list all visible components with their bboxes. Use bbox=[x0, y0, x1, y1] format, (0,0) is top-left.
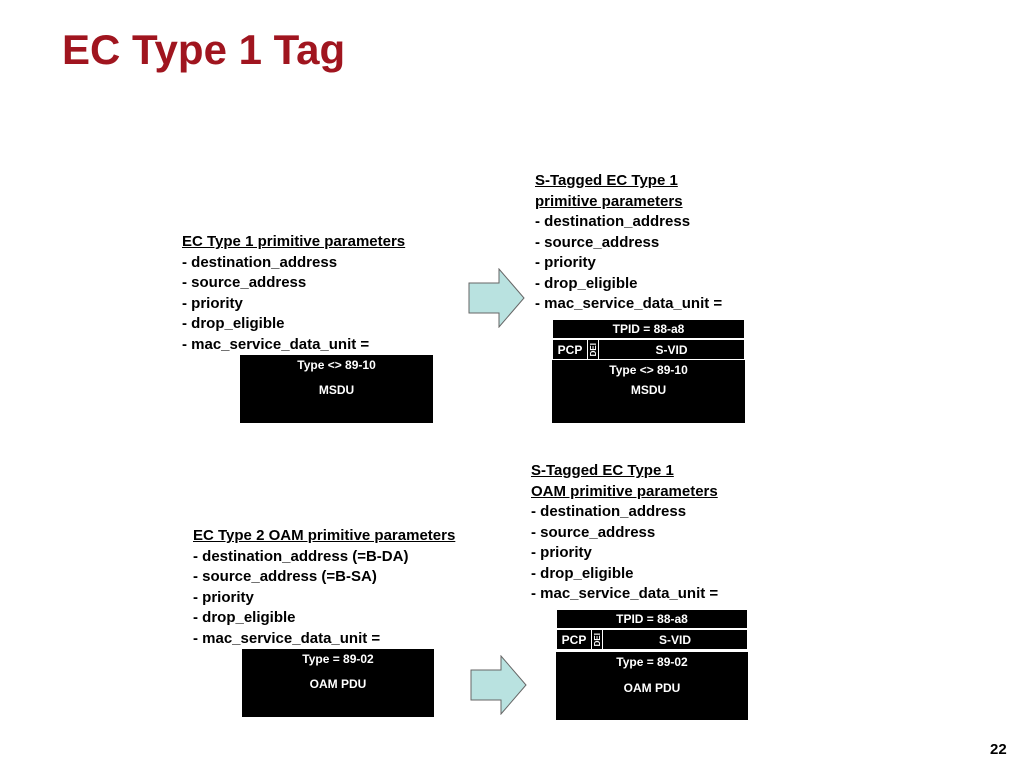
dei-cell: DEI bbox=[587, 340, 598, 359]
frame-type-label: Type <> 89-10 bbox=[609, 363, 688, 377]
param-item: - priority bbox=[535, 254, 596, 271]
param-item: - drop_eligible bbox=[531, 564, 634, 582]
tpid-row: TPID = 88-a8 bbox=[552, 319, 745, 339]
tpid-label: TPID = 88-a8 bbox=[612, 322, 685, 336]
right-arrow-icon bbox=[468, 268, 525, 328]
param-item: - destination_address bbox=[535, 213, 691, 230]
oam-frame-c: Type = 89-02 OAM PDU bbox=[242, 649, 434, 717]
frame-type-label: Type <> 89-10 bbox=[297, 358, 376, 372]
s-tagged-oam-header-line1: S-Tagged EC Type 1 bbox=[531, 462, 674, 479]
param-item: - mac_service_data_unit = bbox=[535, 295, 723, 312]
msdu-frame-b: Type <> 89-10 MSDU bbox=[552, 360, 745, 423]
param-item: - destination_address bbox=[182, 253, 338, 271]
msdu-frame-a: Type <> 89-10 MSDU bbox=[240, 355, 433, 423]
frame-type-label: Type = 89-02 bbox=[616, 655, 688, 669]
frame-payload-label: OAM PDU bbox=[309, 677, 367, 691]
ec-type1-header: EC Type 1 primitive parameters bbox=[182, 233, 406, 250]
param-item: - mac_service_data_unit = bbox=[193, 629, 381, 647]
dei-label: DEI bbox=[592, 632, 602, 647]
ec-type2-header: EC Type 2 OAM primitive parameters bbox=[193, 527, 456, 544]
param-item: - destination_address (=B-DA) bbox=[193, 547, 409, 565]
ec-type2-oam-params: EC Type 2 OAM primitive parameters - des… bbox=[193, 526, 455, 649]
tag-control-row: PCP DEI S-VID bbox=[552, 339, 745, 360]
param-item: - priority bbox=[193, 588, 254, 606]
param-item: - drop_eligible bbox=[182, 315, 285, 332]
param-item: - source_address bbox=[531, 523, 656, 541]
svid-label: S-VID bbox=[602, 630, 747, 649]
param-item: - priority bbox=[531, 544, 592, 561]
frame-payload-label: MSDU bbox=[630, 383, 667, 397]
param-item: - mac_service_data_unit = bbox=[531, 585, 719, 602]
s-tagged-header-line2: primitive parameters bbox=[535, 192, 683, 210]
tpid-row: TPID = 88-a8 bbox=[556, 609, 748, 629]
param-item: - drop_eligible bbox=[535, 274, 638, 292]
frame-payload-label: OAM PDU bbox=[623, 681, 681, 695]
param-item: - mac_service_data_unit = bbox=[182, 335, 370, 353]
param-item: - source_address (=B-SA) bbox=[193, 568, 377, 585]
dei-label: DEI bbox=[588, 342, 598, 357]
ec-type1-params: EC Type 1 primitive parameters - destina… bbox=[182, 232, 405, 355]
param-item: - source_address bbox=[535, 233, 660, 251]
slide-title: EC Type 1 Tag bbox=[62, 26, 346, 73]
s-tagged-header-line1: S-Tagged EC Type 1 bbox=[535, 172, 678, 189]
param-item: - priority bbox=[182, 294, 243, 312]
oam-frame-d: Type = 89-02 OAM PDU bbox=[556, 652, 748, 720]
param-item: - destination_address bbox=[531, 503, 687, 520]
s-tagged-oam-params: S-Tagged EC Type 1 OAM primitive paramet… bbox=[531, 461, 718, 605]
page-number: 22 bbox=[990, 741, 1007, 758]
param-item: - source_address bbox=[182, 274, 307, 291]
right-arrow-icon bbox=[470, 655, 527, 715]
pcp-label: PCP bbox=[557, 342, 583, 357]
s-tagged-oam-header-line2: OAM primitive parameters bbox=[531, 482, 718, 500]
frame-type-label: Type = 89-02 bbox=[302, 652, 374, 666]
pcp-label: PCP bbox=[561, 632, 587, 647]
s-tagged-ec-type1-params: S-Tagged EC Type 1 primitive parameters … bbox=[535, 171, 722, 315]
frame-payload-label: MSDU bbox=[318, 383, 355, 397]
tag-control-row: PCP DEI S-VID bbox=[556, 629, 748, 650]
svid-label: S-VID bbox=[598, 340, 744, 359]
dei-cell: DEI bbox=[591, 630, 602, 649]
param-item: - drop_eligible bbox=[193, 609, 296, 626]
tpid-label: TPID = 88-a8 bbox=[616, 612, 688, 626]
